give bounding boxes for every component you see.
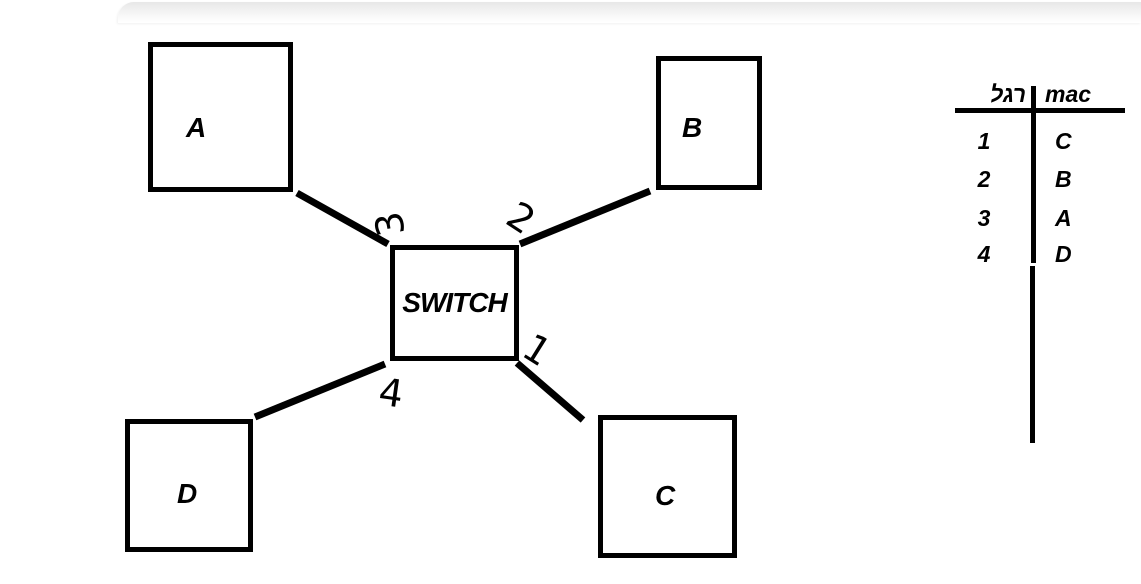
node-box-b: B	[656, 56, 762, 190]
node-b-label: B	[682, 112, 703, 143]
link-a-to-switch	[295, 189, 390, 248]
switch-label: SWITCH	[402, 287, 507, 318]
link-switch-to-c	[514, 360, 586, 423]
port-3-label: 3	[366, 208, 414, 239]
mac-table-divider-upper	[1031, 86, 1036, 263]
node-a-label: A	[186, 112, 207, 143]
port-2-label: 2	[499, 193, 543, 243]
mac-table-row-2-port: 2	[977, 166, 991, 192]
mac-table-header-rule	[955, 108, 1125, 113]
mac-table-row-3-port: 3	[977, 205, 991, 231]
page-top-edge	[118, 2, 1141, 23]
link-b-to-switch	[518, 187, 652, 248]
mac-table-row-2-mac: B	[1055, 166, 1072, 192]
node-box-c: C	[598, 415, 737, 558]
node-box-d: D	[125, 419, 253, 552]
mac-table-row-4-mac: D	[1055, 241, 1072, 267]
mac-table-divider-lower	[1030, 266, 1035, 443]
mac-table-row-3-mac: A	[1055, 205, 1072, 231]
mac-table-row-4-port: 4	[977, 241, 991, 267]
mac-table-row-1-mac: C	[1055, 128, 1072, 154]
node-c-label: C	[655, 480, 676, 511]
node-d-label: D	[177, 478, 198, 509]
mac-table-mac-column-header: mac	[1045, 81, 1092, 107]
node-box-a: A	[148, 42, 293, 192]
port-1-label: 1	[515, 325, 559, 375]
port-4-label: 4	[376, 370, 406, 417]
switch-box: SWITCH	[390, 245, 519, 361]
mac-table-port-column-header: רגל	[990, 81, 1026, 107]
mac-table-row-1-port: 1	[977, 128, 991, 154]
link-switch-to-d	[253, 360, 387, 421]
